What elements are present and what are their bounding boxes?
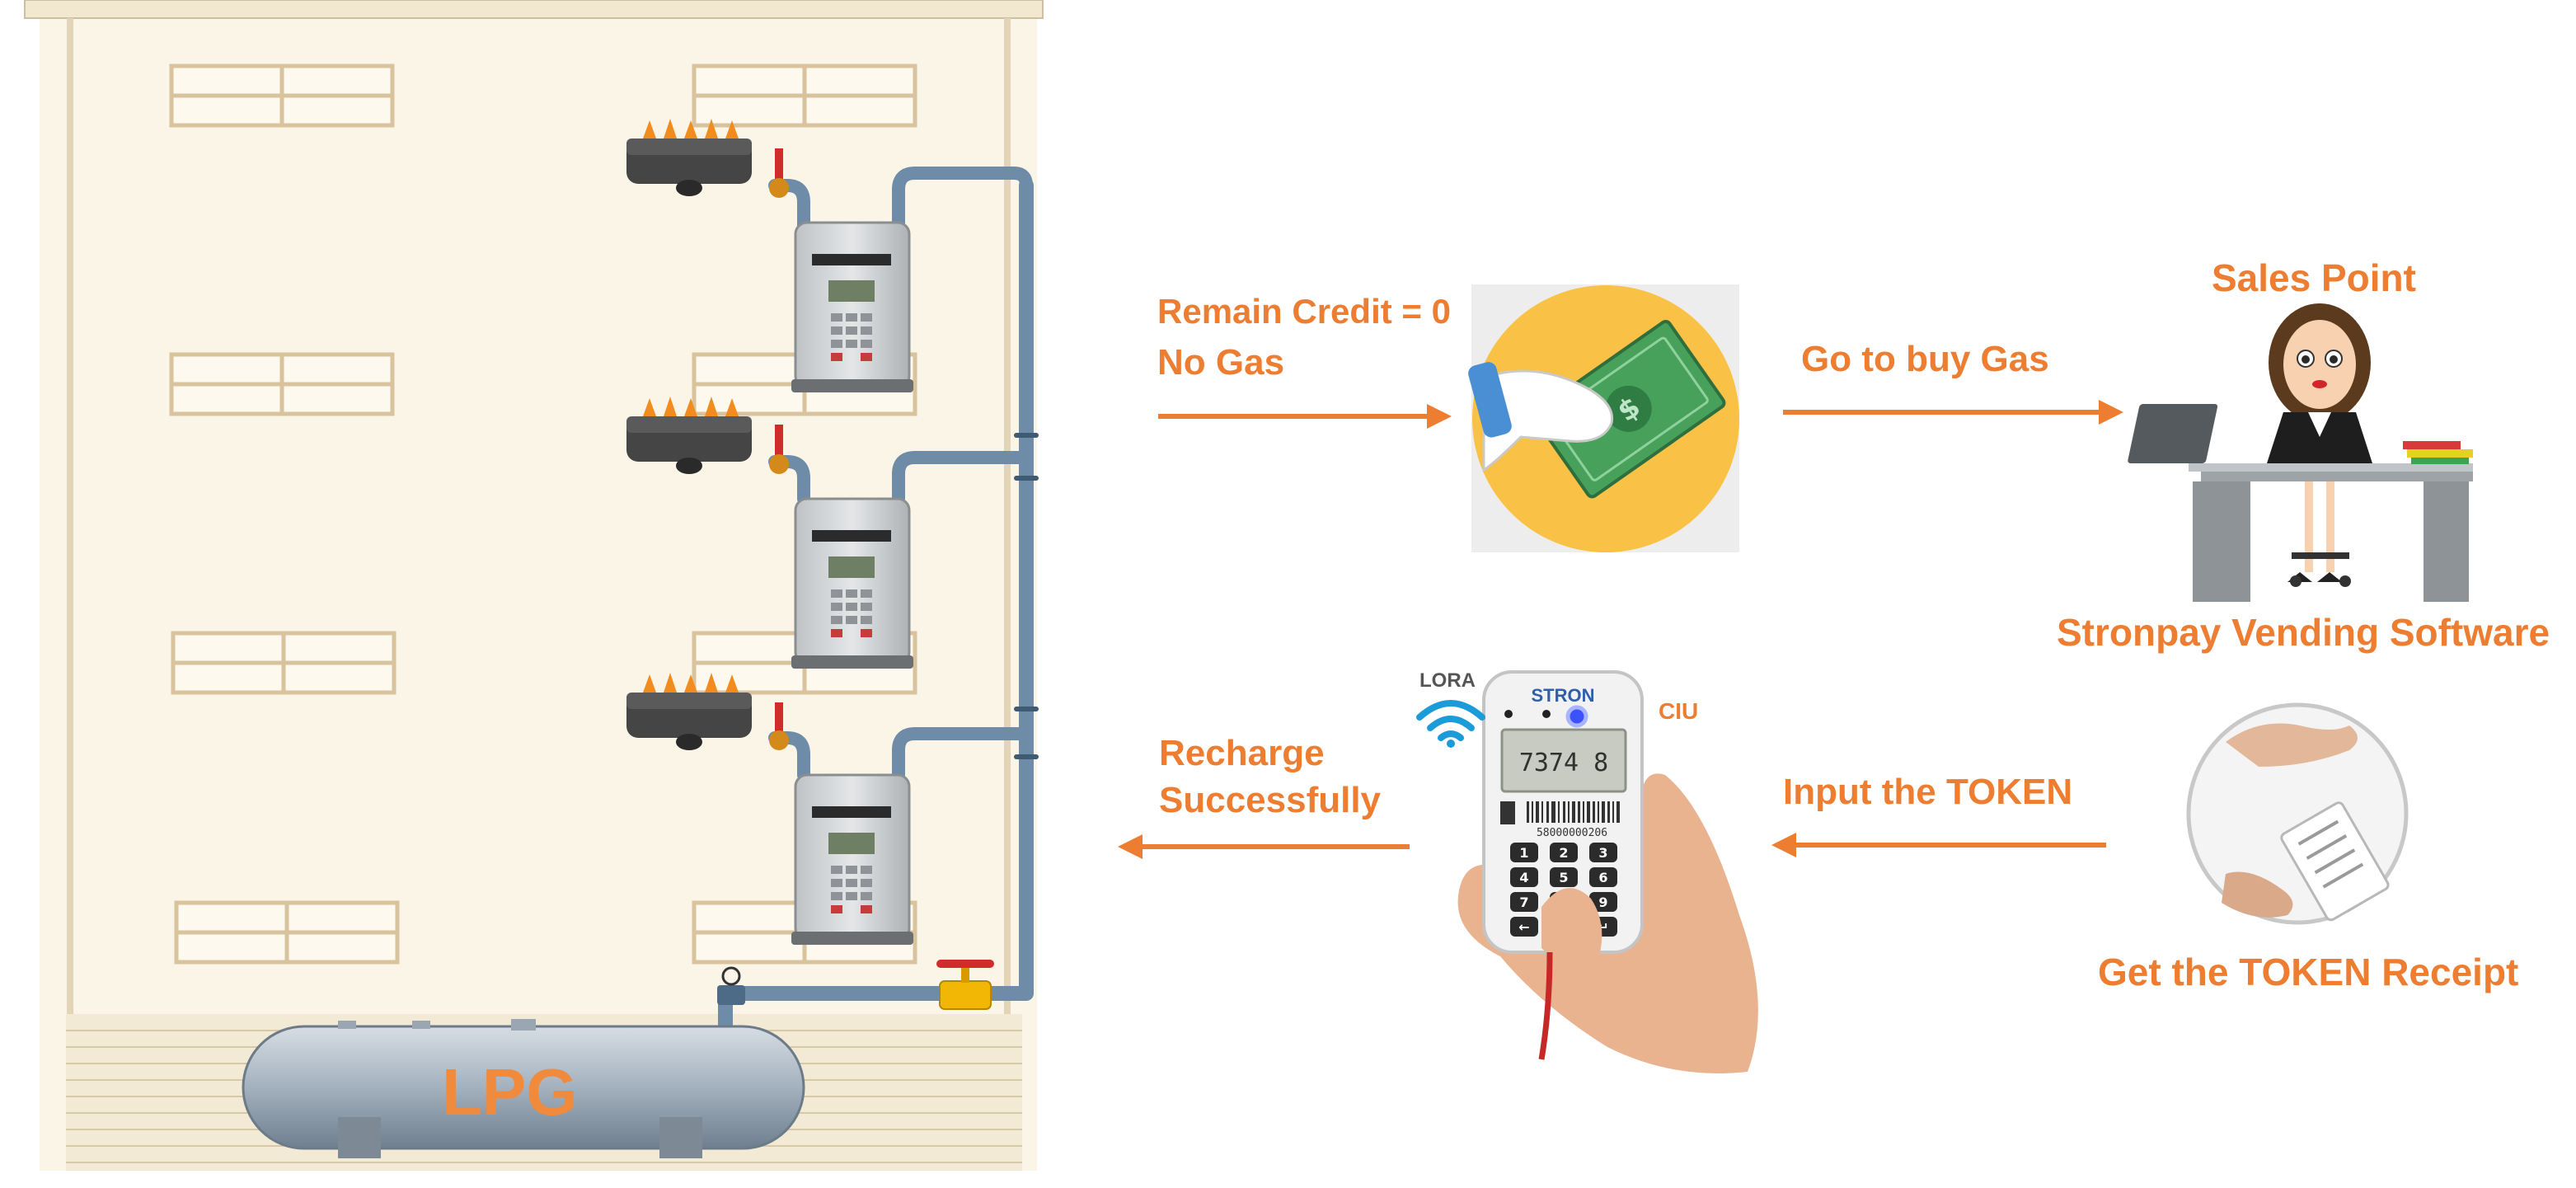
ciu-device: STRON 7374 8 58000000206 1 2 3 4 5 6: [1457, 670, 1758, 1073]
lora-label: LORA: [1419, 669, 1476, 692]
main-valve-icon: [936, 960, 994, 1010]
key: 7: [1519, 895, 1528, 910]
key: 5: [1559, 870, 1568, 885]
recharge-label-line1: Recharge: [1159, 733, 1325, 773]
key: ←: [1518, 919, 1529, 935]
sales-point-label: Sales Point: [2212, 256, 2416, 299]
flow-arrows: [1118, 400, 2123, 859]
go-buy-gas-label: Go to buy Gas: [1801, 339, 2049, 379]
remain-credit-label: Remain Credit = 0: [1157, 292, 1451, 331]
thumb: [1541, 888, 1602, 963]
lpg-label: LPG: [442, 1055, 578, 1129]
gas-meter-1: [791, 221, 913, 392]
gas-meter-3: [791, 773, 913, 945]
key: 4: [1519, 870, 1528, 885]
key: 9: [1598, 895, 1607, 910]
key: 6: [1598, 870, 1607, 885]
wifi-icon: [1416, 700, 1485, 748]
payment-icon: $: [1468, 284, 1739, 552]
gas-stove-2: [626, 397, 789, 474]
key: 2: [1559, 845, 1568, 861]
gas-stove-1: [626, 119, 789, 198]
regulator-valve-icon: [717, 966, 745, 1005]
ciu-label: CIU: [1659, 698, 1699, 724]
lpg-tank: [242, 1019, 805, 1158]
no-gas-label: No Gas: [1157, 342, 1285, 383]
token-receipt-icon: [2186, 702, 2409, 925]
key: 3: [1598, 845, 1607, 861]
gas-stove-3: [626, 673, 789, 750]
key: 1: [1519, 845, 1528, 861]
vending-software-label: Stronpay Vending Software: [2057, 611, 2550, 654]
gas-meter-2: [791, 497, 913, 669]
input-token-label: Input the TOKEN: [1783, 772, 2073, 812]
sales-point-icon: [2128, 303, 2473, 602]
device-cable: [1538, 951, 1553, 1060]
device-serial: 58000000206: [1537, 827, 1607, 839]
device-display: 7374 8: [1519, 749, 1608, 777]
recharge-label-line2: Successfully: [1159, 780, 1382, 820]
get-receipt-label: Get the TOKEN Receipt: [2098, 951, 2519, 993]
device-brand: STRON: [1532, 685, 1595, 706]
